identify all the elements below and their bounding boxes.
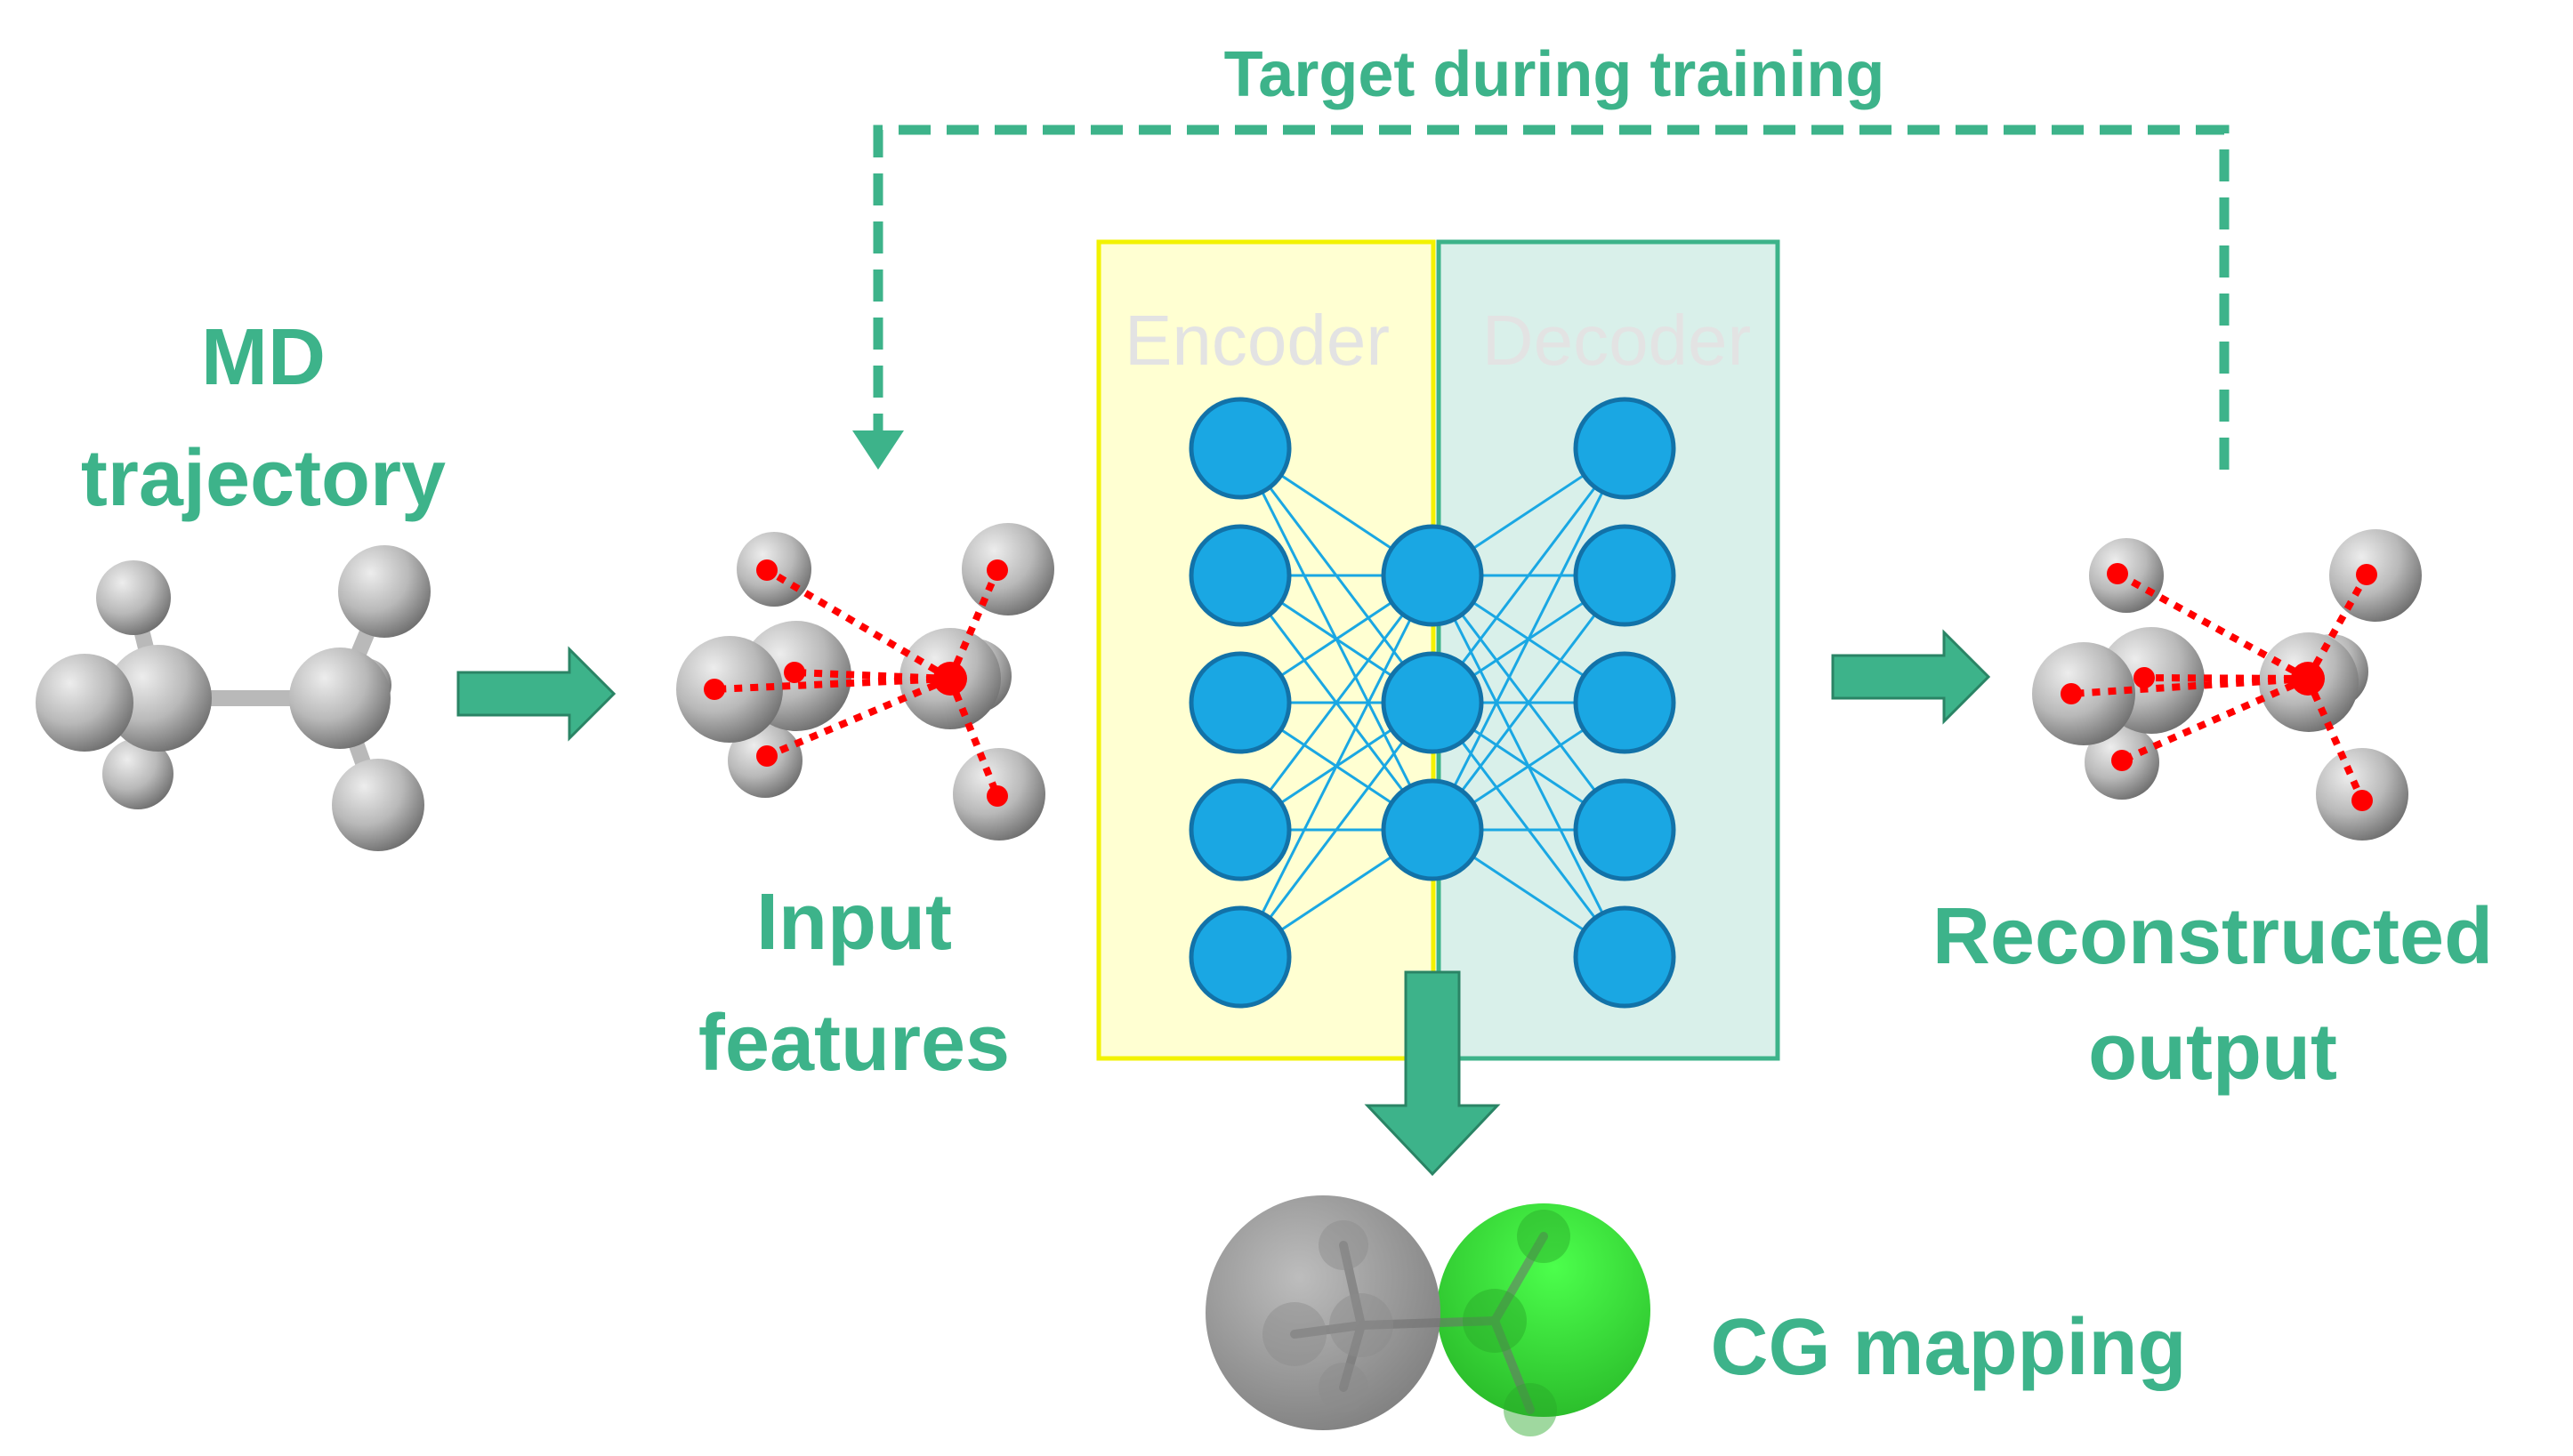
network-node-l0-n4: [1189, 905, 1292, 1009]
network-node-l2-n1: [1573, 524, 1676, 627]
network-node-l1-n1: [1381, 651, 1484, 754]
network-node-l2-n2: [1573, 651, 1676, 754]
md-molecule: [36, 545, 431, 851]
network-edge: [1238, 702, 1434, 958]
cg-beads: [1206, 1195, 1650, 1436]
network-edge: [1431, 447, 1626, 704]
network-node-l2-n0: [1573, 397, 1676, 500]
output-label-line1: Reconstructed: [1932, 892, 2493, 981]
network-edge: [1238, 575, 1434, 831]
arrow-down-to-cg: [1364, 970, 1501, 1177]
input-label-line2: features: [698, 999, 1010, 1088]
input-molecule: [676, 523, 1054, 841]
network-node-l0-n3: [1189, 778, 1292, 881]
network-node-l1-n0: [1381, 524, 1484, 627]
decoder-label: Decoder: [1482, 301, 1751, 380]
cg-label: CG mapping: [1711, 1303, 2187, 1392]
network-edge: [1431, 575, 1626, 831]
network-edge: [1238, 575, 1434, 958]
output-label-line2: output: [2088, 1008, 2337, 1097]
encoder-label: Encoder: [1125, 301, 1390, 380]
input-label-line1: Input: [756, 878, 952, 967]
arrow-to-output: [1831, 629, 1991, 725]
network-edge: [1431, 447, 1626, 831]
network-node-l0-n1: [1189, 524, 1292, 627]
output-molecule: [2032, 529, 2422, 841]
network-nodes: [1189, 397, 1676, 1009]
network-node-l0-n0: [1189, 397, 1292, 500]
md-label-line2: trajectory: [81, 434, 446, 523]
arrow-md-to-input: [456, 646, 617, 742]
network-node-l2-n3: [1573, 778, 1676, 881]
network-node-l1-n2: [1381, 778, 1484, 881]
md-label-line1: MD: [201, 313, 326, 402]
network-node-l2-n4: [1573, 905, 1676, 1009]
target-label: Target during training: [1224, 39, 1885, 110]
network-node-l0-n2: [1189, 651, 1292, 754]
feedback-arrow: [852, 125, 2230, 470]
